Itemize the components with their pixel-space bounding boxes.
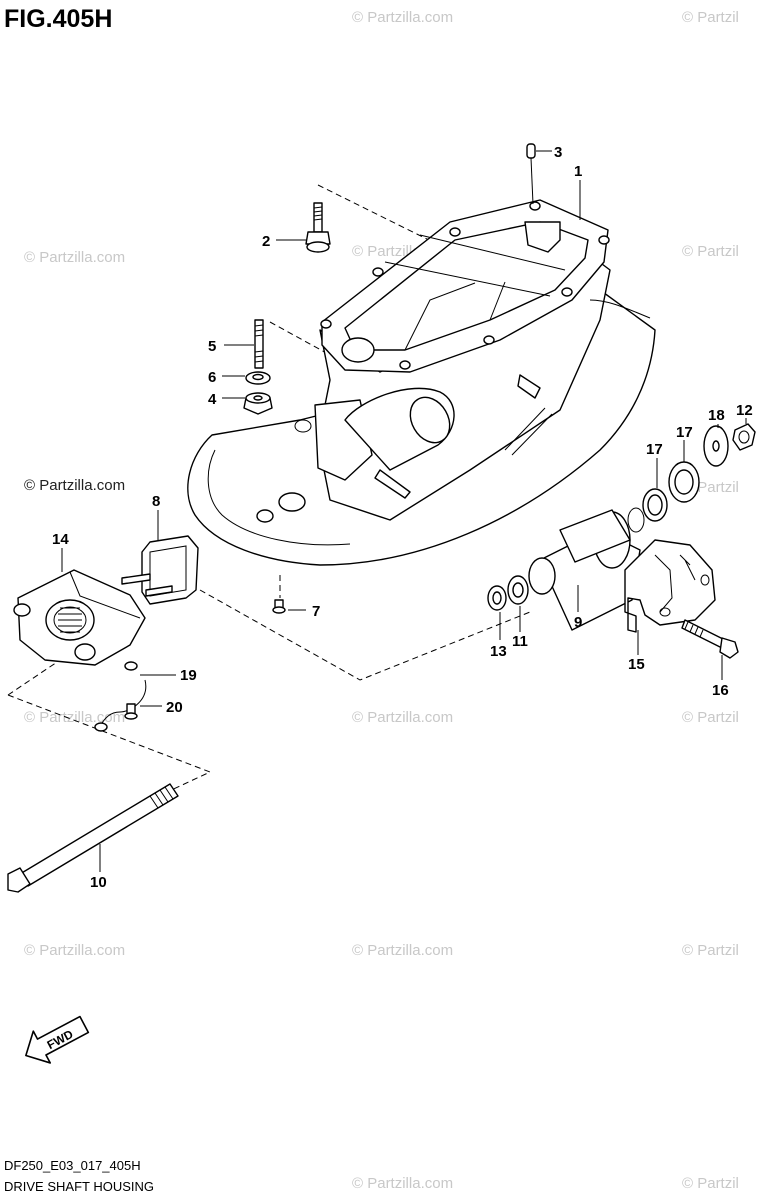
- washer-17b: [668, 440, 700, 503]
- upper-mount: [13, 548, 146, 666]
- figure-title: FIG.405H: [4, 5, 112, 33]
- washer-18: [703, 424, 729, 467]
- lower-rubber-mount: [528, 507, 645, 631]
- callout-13: 13: [490, 643, 507, 660]
- rubber-mount: [121, 510, 199, 605]
- nut-12: [732, 418, 756, 451]
- watermark: © Partzilla.com: [24, 249, 125, 266]
- callout-8: 8: [152, 493, 160, 510]
- callout-6: 6: [208, 369, 216, 386]
- callout-20: 20: [166, 699, 183, 716]
- drive-shaft-housing: [187, 199, 656, 566]
- watermark: © Partzilla.com: [24, 477, 125, 494]
- watermark: © Partzilla.com: [24, 709, 125, 726]
- watermark: © Partzilla.com: [24, 942, 125, 959]
- watermark: © Partzilla.com: [352, 9, 453, 26]
- callout-16: 16: [712, 682, 729, 699]
- callout-19: 19: [180, 667, 197, 684]
- shim-washer: [487, 585, 507, 640]
- callout-11: 11: [512, 633, 528, 650]
- watermark: © Partzil: [682, 709, 739, 726]
- figure-code: DF250_E03_017_405H: [4, 1158, 141, 1173]
- thrust-washer: [507, 575, 529, 632]
- dowel-pin: [526, 143, 552, 205]
- callout-2: 2: [262, 233, 270, 250]
- watermark: © Partzil: [682, 9, 739, 26]
- washer-17a: [642, 458, 668, 522]
- figure-caption: DRIVE SHAFT HOUSING: [4, 1179, 154, 1194]
- ground-screw: [124, 661, 176, 676]
- callout-4: 4: [208, 391, 217, 408]
- callout-12: 12: [736, 402, 753, 419]
- watermark: © Partzil: [682, 942, 739, 959]
- long-bolt: [7, 783, 179, 893]
- callout-10: 10: [90, 874, 107, 891]
- callout-17b: 17: [676, 424, 693, 441]
- fwd-arrow-icon: FWD: [25, 1015, 90, 1064]
- callout-5: 5: [208, 338, 216, 355]
- nut: [222, 392, 273, 415]
- callout-15: 15: [628, 656, 645, 673]
- watermark: © Partzil: [682, 243, 739, 260]
- watermark: © Partzilla.com: [352, 709, 453, 726]
- bolt-16: [681, 619, 739, 680]
- callout-3: 3: [554, 144, 562, 161]
- callout-1: 1: [574, 163, 582, 180]
- lower-mount-bracket: [624, 539, 716, 655]
- callout-9: 9: [574, 614, 582, 631]
- washer: [222, 371, 271, 385]
- watermark: © Partzilla.com: [352, 1175, 453, 1192]
- callouts: 1 2 3 4 5 6 7 8 9 10 11 12 13 14 15 16 1…: [52, 144, 753, 891]
- stud: [224, 319, 264, 369]
- ground-wire: [94, 679, 162, 732]
- watermark: © Partzilla.com: [352, 942, 453, 959]
- callout-14: 14: [52, 531, 69, 548]
- callout-18: 18: [708, 407, 725, 424]
- bolt: [276, 202, 331, 253]
- callout-17a: 17: [646, 441, 663, 458]
- watermark: © Partzil: [682, 1175, 739, 1192]
- small-bolt: [272, 599, 306, 614]
- callout-7: 7: [312, 603, 320, 620]
